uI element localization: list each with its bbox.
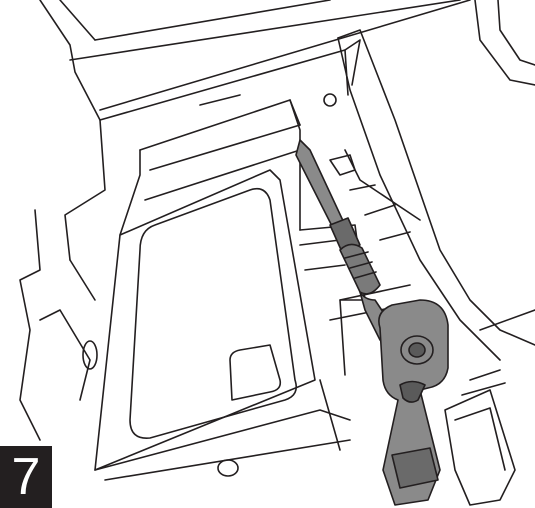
side-panel [329, 29, 535, 361]
access-opening [129, 187, 298, 439]
chassis-frame [39, 0, 535, 261]
ratchet-wrench-icon [378, 299, 449, 506]
mounting-bracket [94, 99, 411, 481]
step-number-badge: 7 [0, 446, 52, 508]
lower-frame [19, 209, 98, 441]
right-clip [444, 369, 516, 506]
